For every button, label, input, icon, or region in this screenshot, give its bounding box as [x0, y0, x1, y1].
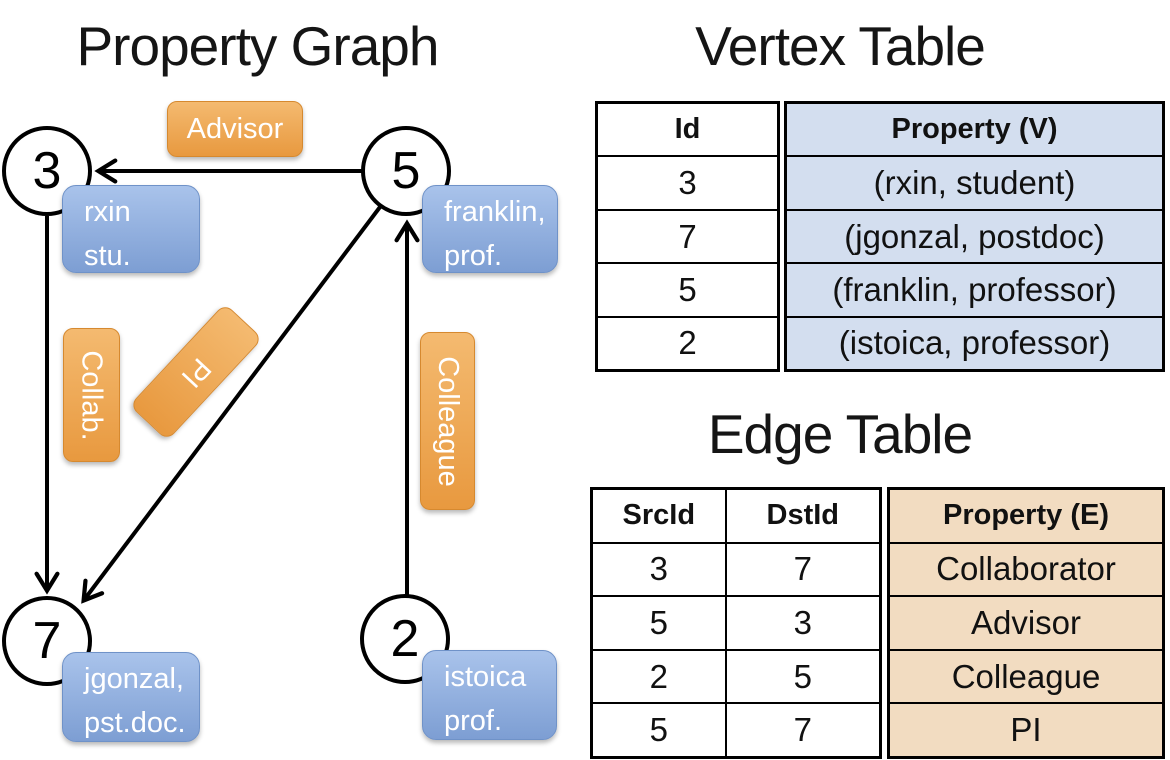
vertex-property-istoica: istoica prof. — [422, 650, 557, 740]
edge-label-advisor-text: Advisor — [186, 112, 284, 145]
table-row: 3 7 — [593, 541, 879, 596]
edge-row-0-dst: 7 — [724, 543, 879, 596]
edge-label-pi-text: PI — [175, 351, 218, 394]
table-row: Id — [598, 104, 777, 155]
property-graph-title: Property Graph — [76, 15, 439, 77]
table-row: (jgonzal, postdoc) — [787, 208, 1162, 262]
vertex-row-2-id: 5 — [678, 270, 697, 308]
vertex-property-franklin: franklin, prof. — [422, 185, 558, 273]
graph-edges — [34, 158, 420, 604]
vertex-row-1-id: 7 — [678, 217, 697, 255]
edge-label-advisor: Advisor — [167, 101, 303, 157]
table-row: 2 — [598, 315, 777, 369]
table-row: PI — [890, 702, 1162, 756]
vertex-table-title: Vertex Table — [695, 15, 986, 77]
vertex-row-0-id: 3 — [678, 164, 697, 202]
edge-label-colleague: Colleague — [420, 332, 475, 510]
table-row: Collaborator — [890, 541, 1162, 596]
vertex-node-5: 5 — [361, 126, 451, 216]
edge-col-property-header: Property (E) — [943, 499, 1109, 532]
vertex-col-id-header: Id — [674, 113, 701, 146]
vertex-row-1-property: (jgonzal, postdoc) — [844, 217, 1105, 255]
edge-table-title: Edge Table — [707, 403, 973, 465]
edge-row-3-property: PI — [1010, 711, 1042, 749]
table-row: 3 — [598, 155, 777, 208]
edge-label-collab-text: Collab. — [76, 349, 108, 441]
table-row: 5 — [598, 262, 777, 315]
table-row: 7 — [598, 208, 777, 262]
edge-row-1-property: Advisor — [970, 603, 1082, 641]
edge-row-2-dst: 5 — [724, 650, 879, 703]
vertex-property-rxin: rxin stu. — [62, 185, 200, 273]
edge-col-srcid-header: SrcId — [622, 499, 696, 532]
vertex-node-5-id: 5 — [391, 142, 421, 200]
edge-table-property-column: Property (E) Collaborator Advisor Collea… — [887, 487, 1165, 759]
edge-row-3-dst: 7 — [724, 704, 879, 756]
edge-row-1-src: 5 — [649, 603, 668, 641]
vertex-property-jgonzal: jgonzal, pst.doc. — [62, 652, 200, 742]
table-row: 5 7 — [593, 702, 879, 756]
edge-row-3-src: 5 — [649, 711, 668, 749]
vertex-row-0-property: (rxin, student) — [873, 164, 1076, 202]
edge-row-2-src: 2 — [649, 657, 668, 695]
edge-label-colleague-text: Colleague — [432, 355, 465, 487]
vertex-node-3-id: 3 — [32, 142, 62, 200]
table-row: Advisor — [890, 595, 1162, 649]
table-row: (rxin, student) — [787, 155, 1162, 208]
edge-row-2-property: Colleague — [951, 657, 1101, 695]
table-row: Property (E) — [890, 490, 1162, 542]
table-row: SrcId DstId — [593, 490, 879, 542]
vertex-row-2-property: (franklin, professor) — [832, 270, 1117, 308]
vertex-node-2-id: 2 — [390, 610, 420, 668]
table-row: (franklin, professor) — [787, 262, 1162, 315]
vertex-row-3-property: (istoica, professor) — [838, 324, 1111, 362]
table-row: Colleague — [890, 648, 1162, 703]
vertex-table-id-column: Id 3 7 5 2 — [595, 101, 780, 372]
table-row: Property (V) — [787, 104, 1162, 155]
edge-label-collab: Collab. — [63, 328, 120, 462]
vertex-node-7-id: 7 — [32, 612, 62, 670]
edge-table-id-columns: SrcId DstId 3 7 5 3 2 5 5 7 — [590, 487, 882, 759]
edge-row-1-dst: 3 — [724, 597, 879, 649]
vertex-node-2: 2 — [360, 594, 450, 684]
vertex-col-property-header: Property (V) — [891, 113, 1058, 146]
edge-col-dstid-header: DstId — [724, 490, 879, 542]
table-row: 2 5 — [593, 648, 879, 703]
edge-pi-arrow — [81, 205, 382, 604]
table-row: (istoica, professor) — [787, 315, 1162, 369]
edge-row-0-property: Collaborator — [936, 550, 1116, 588]
table-row: 5 3 — [593, 595, 879, 649]
vertex-row-3-id: 2 — [678, 324, 697, 362]
edge-row-0-src: 3 — [649, 550, 668, 588]
vertex-table-property-column: Property (V) (rxin, student) (jgonzal, p… — [784, 101, 1165, 372]
